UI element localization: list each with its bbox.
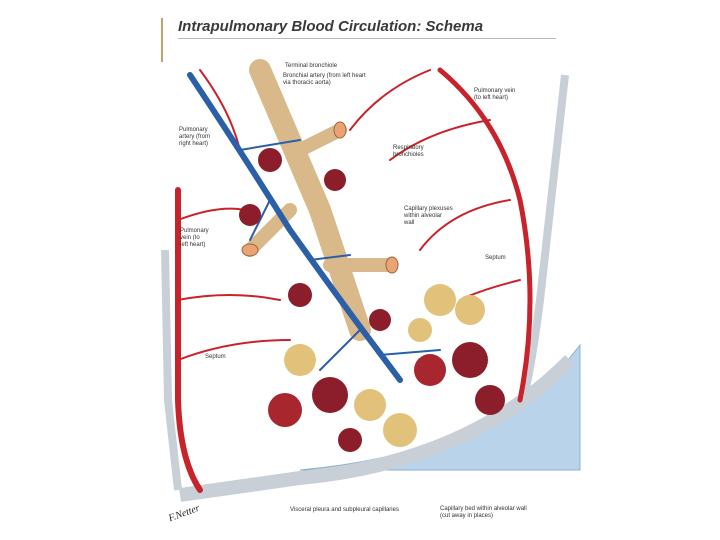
septum-right-band <box>516 74 569 412</box>
label-septum-left: Septum <box>205 354 226 360</box>
vein-branch <box>177 339 291 361</box>
label-septum-right: Septum <box>485 255 506 261</box>
label-terminal-bronchiole: Terminal bronchiole <box>285 63 338 69</box>
accent-rule <box>161 18 163 62</box>
artery-branch <box>379 349 441 356</box>
label-pulmonary-vein-left: Pulmonary vein (to left heart) <box>180 228 209 248</box>
label-respiratory-bronchioles: Respiratory bronchioles <box>393 145 424 158</box>
bronchiole-opening <box>241 243 259 257</box>
vein-branch <box>419 199 511 251</box>
label-pulmonary-artery: Pulmonary artery (from right heart) <box>179 127 211 147</box>
label-capillary-bed: Capillary bed within alveolar wall (cut … <box>440 506 527 519</box>
label-capillary-plexuses: Capillary plexuses within alveolar wall <box>404 206 453 226</box>
vein-branch <box>199 69 241 151</box>
septum-left-band <box>161 249 182 491</box>
respiratory-bronchiole <box>293 123 347 157</box>
artery-branch <box>239 139 301 151</box>
artery-branch <box>309 254 351 261</box>
label-bronchial-artery: Bronchial artery (from left heart via th… <box>283 73 366 86</box>
pleura-band <box>179 355 575 502</box>
artery-branch <box>319 329 361 371</box>
terminal-bronchiole <box>249 59 371 341</box>
bronchiole-opening <box>385 256 399 274</box>
title-divider <box>178 38 556 39</box>
label-visceral-pleura: Visceral pleura and subpleural capillari… <box>290 507 399 513</box>
pulmonary-artery <box>187 72 403 383</box>
pulmonary-vein-right <box>437 67 533 403</box>
diagram-title: Intrapulmonary Blood Circulation: Schema <box>178 18 484 35</box>
label-pulmonary-vein-right: Pulmonary vein (to left heart) <box>474 88 516 101</box>
vein-branch <box>389 119 491 161</box>
vein-branch <box>177 294 281 301</box>
pulmonary-vein-left <box>175 187 203 493</box>
artery-branch <box>249 199 271 241</box>
alveolar-sacs <box>239 148 505 452</box>
bronchiole-opening <box>333 121 347 139</box>
vein-branch <box>349 69 431 131</box>
